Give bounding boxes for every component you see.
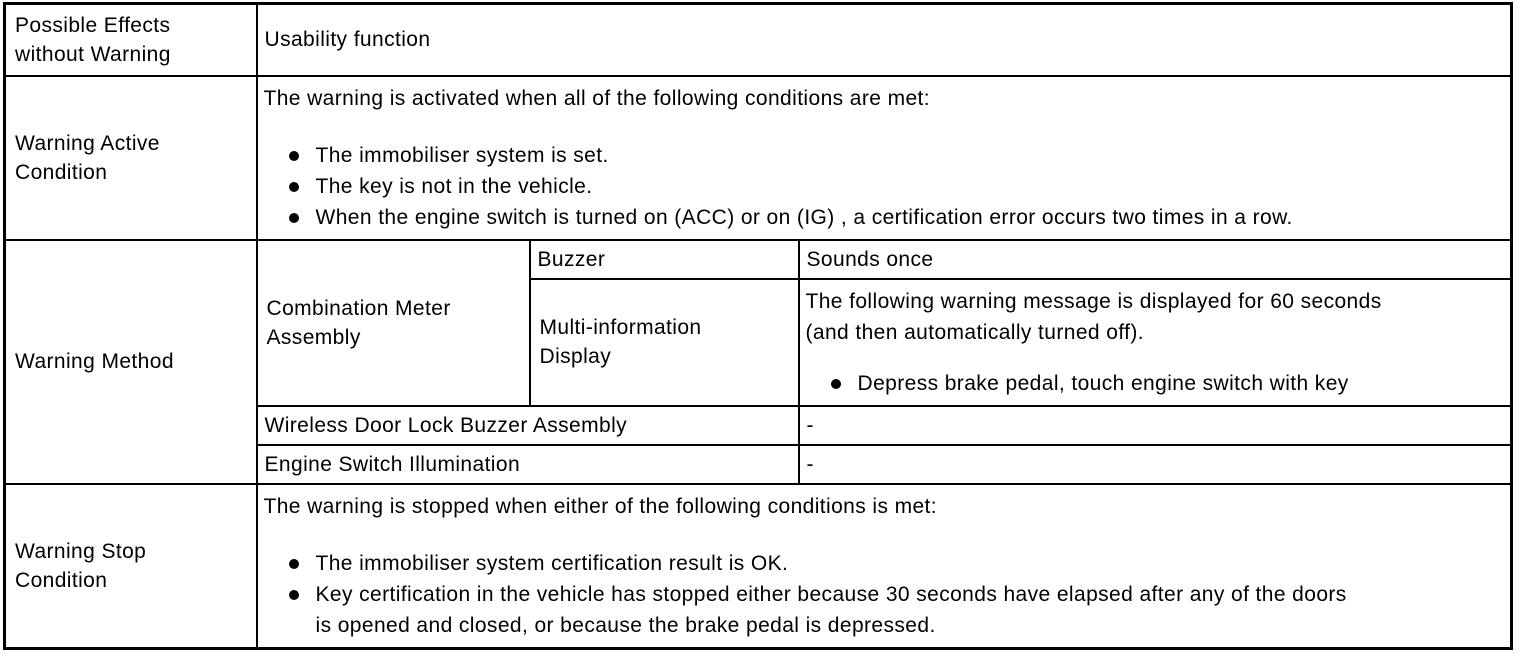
wireless-door-lock-buzzer-value: -	[797, 404, 1513, 446]
list-item: Depress brake pedal, touch engine switch…	[806, 368, 1503, 399]
row-warning-method-engine-switch: Engine Switch Illumination -	[5, 443, 1513, 485]
bullet-icon	[288, 212, 299, 223]
warning-stop-label: Warning Stop Condition	[3, 482, 258, 649]
wireless-door-lock-buzzer-label: Wireless Door Lock Buzzer Assembly	[255, 404, 800, 446]
list-item: The key is not in the vehicle.	[264, 171, 1503, 202]
row-warning-method-wireless: Wireless Door Lock Buzzer Assembly -	[5, 404, 1513, 446]
bullet-icon	[288, 589, 299, 600]
buzzer-label: Buzzer	[528, 238, 800, 280]
multi-info-intro: The following warning message is display…	[805, 289, 1382, 344]
warning-stop-bullet-list: The immobiliser system certification res…	[264, 548, 1503, 641]
multi-info-bullet-list: Depress brake pedal, touch engine switch…	[806, 368, 1503, 399]
warning-active-label: Warning Active Condition	[3, 74, 258, 241]
list-item: When the engine switch is turned on (ACC…	[264, 202, 1503, 233]
multi-information-display-content: The following warning message is display…	[797, 277, 1513, 407]
row-warning-method-multi-info: Multi-information Display The following …	[5, 277, 1513, 407]
warning-spec-table: Possible Effects without Warning Usabili…	[3, 2, 1514, 650]
multi-info-bullet-1: Depress brake pedal, touch engine switch…	[857, 371, 1349, 395]
warning-active-content: The warning is activated when all of the…	[255, 74, 1513, 241]
warning-active-bullet-3: When the engine switch is turned on (ACC…	[315, 205, 1293, 229]
bullet-icon	[288, 558, 299, 569]
warning-active-intro: The warning is activated when all of the…	[263, 86, 931, 110]
list-item: Key certification in the vehicle has sto…	[264, 579, 1503, 641]
bullet-icon	[830, 378, 841, 389]
multi-information-display-label: Multi-information Display	[528, 277, 800, 407]
buzzer-value: Sounds once	[797, 238, 1513, 280]
warning-stop-intro: The warning is stopped when either of th…	[263, 494, 938, 518]
combination-meter-label: Combination Meter Assembly	[255, 238, 531, 407]
possible-effects-value: Usability function	[255, 2, 1513, 77]
row-warning-stop: Warning Stop Condition The warning is st…	[3, 482, 1513, 649]
warning-active-bullet-list: The immobiliser system is set. The key i…	[264, 140, 1503, 233]
list-item: The immobiliser system is set.	[264, 140, 1503, 171]
engine-switch-illumination-label: Engine Switch Illumination	[255, 443, 800, 485]
warning-stop-bullet-2: Key certification in the vehicle has sto…	[315, 582, 1347, 637]
possible-effects-label: Possible Effects without Warning	[3, 2, 258, 77]
warning-active-bullet-1: The immobiliser system is set.	[315, 143, 609, 167]
bullet-icon	[288, 181, 299, 192]
warning-active-bullet-2: The key is not in the vehicle.	[315, 174, 593, 198]
row-warning-active: Warning Active Condition The warning is …	[3, 74, 1513, 241]
warning-stop-bullet-1: The immobiliser system certification res…	[315, 551, 789, 575]
engine-switch-illumination-value: -	[797, 443, 1513, 485]
list-item: The immobiliser system certification res…	[264, 548, 1503, 579]
bullet-icon	[288, 150, 299, 161]
warning-stop-content: The warning is stopped when either of th…	[255, 482, 1513, 649]
row-possible-effects: Possible Effects without Warning Usabili…	[3, 2, 1513, 77]
warning-method-label: Warning Method	[3, 238, 258, 485]
row-warning-method-buzzer: Warning Method Combination Meter Assembl…	[3, 238, 1513, 485]
